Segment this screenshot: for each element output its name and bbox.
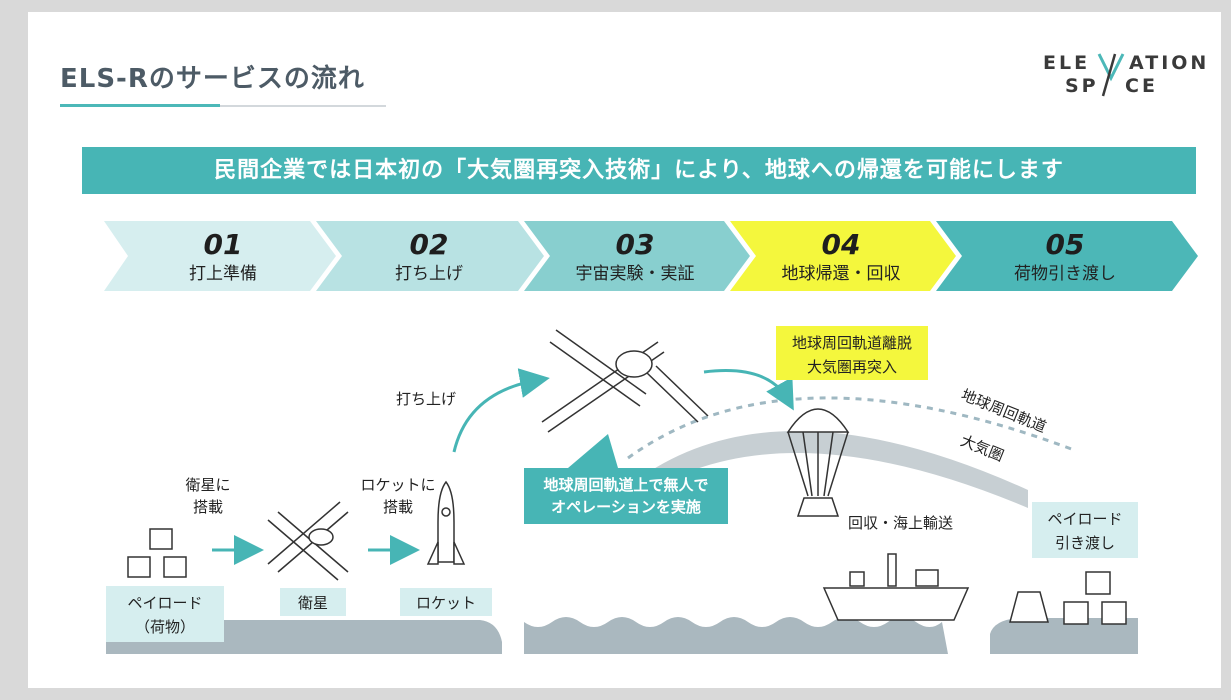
atmosphere-label: 大気圏 bbox=[958, 432, 1006, 466]
atmosphere-band bbox=[624, 431, 1028, 508]
step-04-label: 地球帰還・回収 bbox=[782, 264, 901, 284]
deorbit-line2: 大気圏再突入 bbox=[807, 358, 897, 376]
elevation-space-logo: ELE ATION SP CE bbox=[1043, 52, 1209, 97]
step-01: 01 打上準備 bbox=[104, 221, 336, 291]
step-01-label: 打上準備 bbox=[189, 264, 257, 284]
callout-line2: オペレーションを実施 bbox=[551, 498, 701, 516]
logo-text-line1-right: ATION bbox=[1129, 52, 1209, 74]
callout-line1: 地球周回軌道上で無人で bbox=[543, 476, 708, 494]
deorbit-line1: 地球周回軌道離脱 bbox=[792, 334, 912, 352]
orbit-label: 地球周回軌道 bbox=[959, 386, 1049, 436]
title-underline-accent bbox=[60, 104, 220, 107]
step-03-number: 03 bbox=[616, 228, 655, 261]
step-01-arrow bbox=[104, 221, 336, 291]
step-02-arrow bbox=[316, 221, 544, 291]
process-steps: 01 打上準備 02 打ち上げ 03 宇宙実験・実証 04 地球帰還・回収 05… bbox=[104, 221, 1198, 291]
satellite-box-label: 衛星 bbox=[280, 588, 346, 616]
arrow-to-reentry bbox=[703, 369, 794, 411]
step-04: 04 地球帰還・回収 bbox=[730, 221, 956, 291]
step-01-number: 01 bbox=[204, 228, 243, 261]
rocket-icon bbox=[426, 480, 466, 565]
payload-box-line1: ペイロード bbox=[127, 594, 202, 612]
step-05-number: 05 bbox=[1046, 228, 1085, 261]
recovery-ship-icon bbox=[822, 553, 970, 621]
ground-right bbox=[990, 618, 1138, 654]
step-03-label: 宇宙実験・実証 bbox=[576, 264, 695, 284]
satellite-box-text: 衛星 bbox=[298, 594, 328, 612]
step-05-label: 荷物引き渡し bbox=[1014, 264, 1116, 284]
logo-v-mark bbox=[1097, 53, 1125, 82]
step-02: 02 打ち上げ bbox=[316, 221, 544, 291]
step-05-arrow bbox=[936, 221, 1198, 291]
rocket-caption-line2: 搭載 bbox=[383, 498, 413, 516]
payload-caption-line2: 搭載 bbox=[193, 498, 223, 516]
slide: ELS-Rのサービスの流れ ELE ATION SP CE 民間企業では日本初の… bbox=[28, 12, 1221, 688]
step-04-arrow bbox=[730, 221, 956, 291]
headline-banner: 民間企業では日本初の「大気圏再突入技術」により、地球への帰還を可能にします bbox=[82, 147, 1196, 194]
parachute-capsule-icon bbox=[786, 408, 850, 517]
orbit-path bbox=[627, 396, 1075, 460]
step-03-arrow bbox=[524, 221, 750, 291]
rocket-box-text: ロケット bbox=[416, 594, 476, 612]
sea-wave bbox=[524, 617, 948, 654]
service-flow-illustration: 衛星に 搭載 ロケットに 搭載 打ち上げ bbox=[106, 326, 1138, 654]
logo-text-line2-right: CE bbox=[1125, 75, 1158, 97]
rocket-box-label: ロケット bbox=[400, 588, 492, 616]
delivery-label: ペイロード 引き渡し bbox=[1032, 502, 1138, 558]
delivery-line2: 引き渡し bbox=[1055, 534, 1115, 552]
operation-callout: 地球周回軌道上で無人で オペレーションを実施 bbox=[524, 434, 728, 524]
payload-boxes-icon bbox=[127, 528, 187, 578]
launch-arrow bbox=[452, 368, 550, 453]
payload-box-label: ペイロード （荷物） bbox=[106, 586, 224, 642]
payload-box-line2: （荷物） bbox=[135, 618, 195, 636]
logo-slash-mark bbox=[1101, 53, 1117, 97]
satellite-large-icon bbox=[541, 329, 709, 433]
logo-text-line1-left: ELE bbox=[1043, 52, 1090, 74]
rocket-caption-line1: ロケットに bbox=[360, 476, 435, 494]
recovery-label: 回収・海上輸送 bbox=[848, 514, 953, 532]
step-02-number: 02 bbox=[410, 228, 449, 261]
logo-text-line2-left: SP bbox=[1065, 75, 1099, 97]
step-02-label: 打ち上げ bbox=[395, 264, 463, 284]
page-title: ELS-Rのサービスの流れ bbox=[60, 64, 365, 94]
delivered-payload-icon bbox=[1009, 571, 1127, 625]
step-05: 05 荷物引き渡し bbox=[936, 221, 1198, 291]
delivery-line1: ペイロード bbox=[1047, 510, 1122, 528]
step-03: 03 宇宙実験・実証 bbox=[524, 221, 750, 291]
satellite-small-icon bbox=[267, 501, 349, 581]
payload-caption-line1: 衛星に bbox=[185, 476, 230, 494]
deorbit-label: 地球周回軌道離脱 大気圏再突入 bbox=[776, 326, 928, 380]
launch-label: 打ち上げ bbox=[396, 390, 456, 408]
step-04-number: 04 bbox=[822, 228, 861, 261]
title-underline bbox=[60, 105, 386, 107]
